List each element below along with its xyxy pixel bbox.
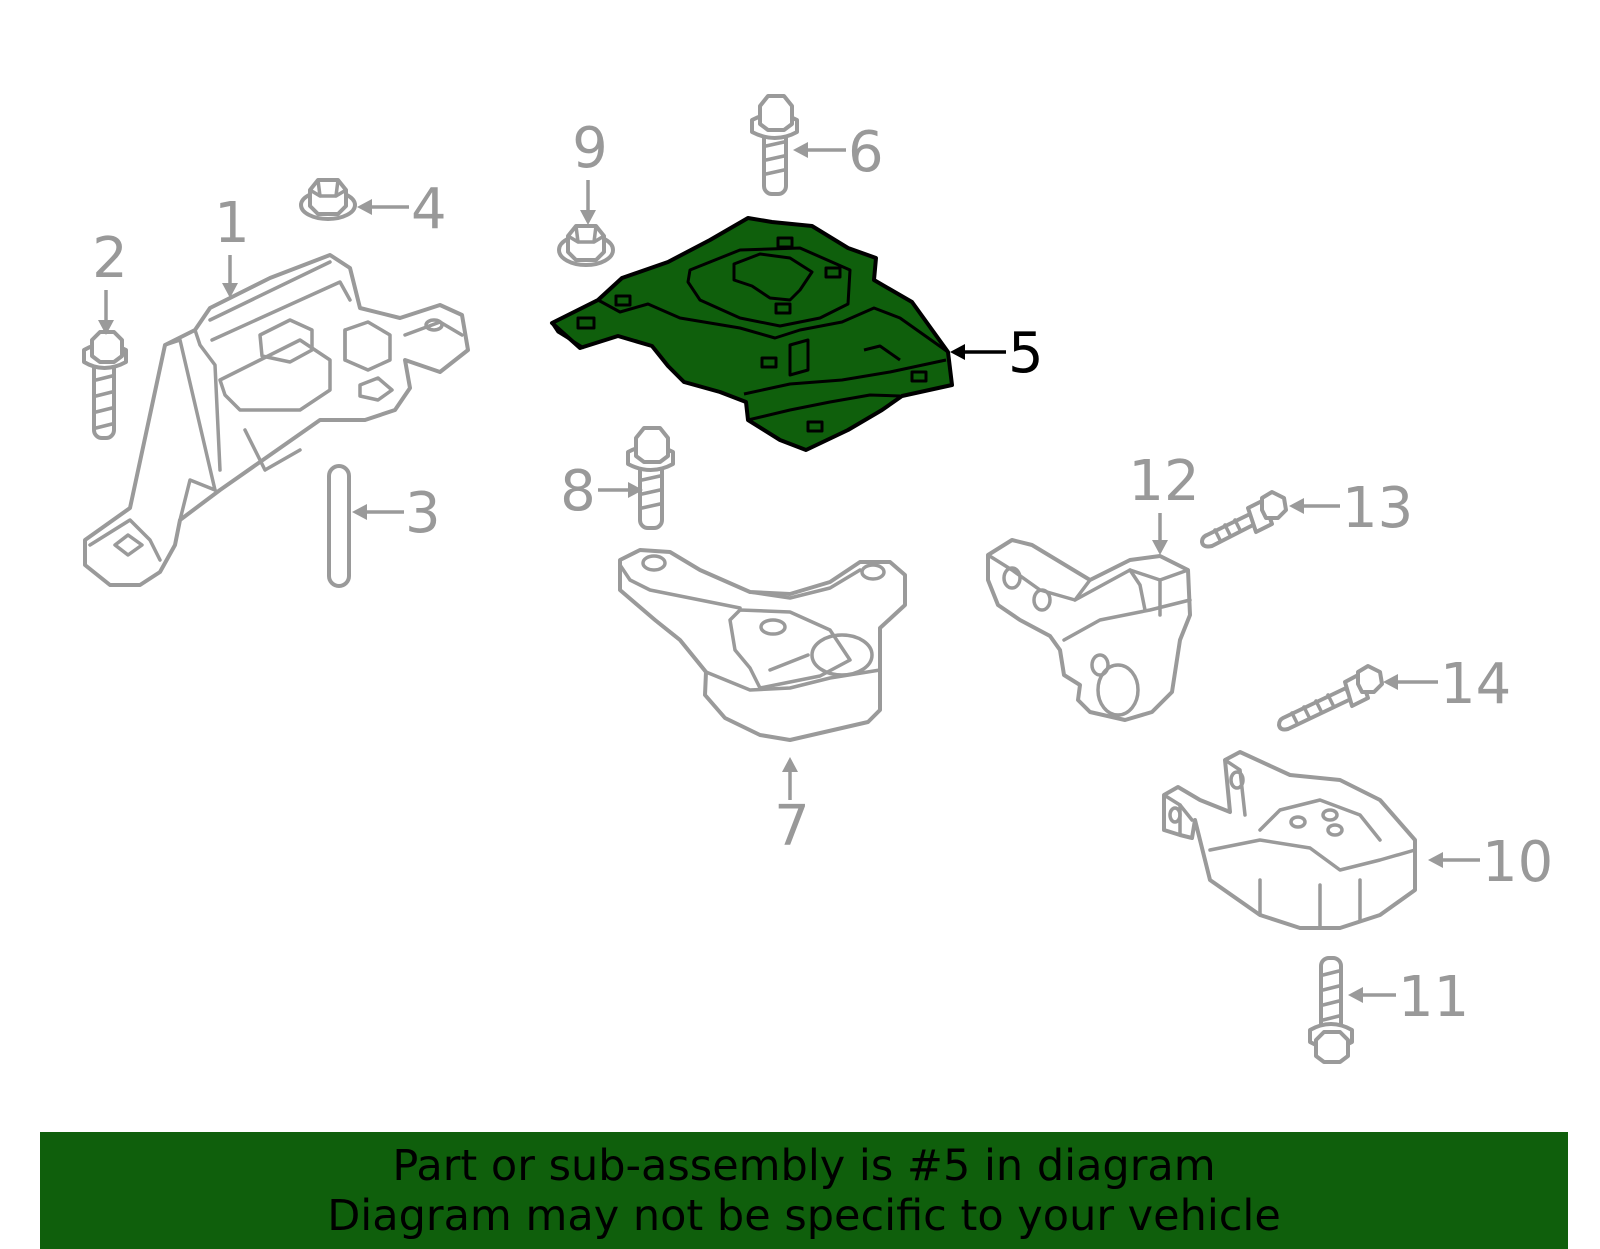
part-2-bolt[interactable] [82,330,128,440]
part-9-nut[interactable] [557,224,615,267]
callout-8[interactable]: 8 [560,459,596,524]
callout-14[interactable]: 14 [1440,652,1511,717]
callout-9[interactable]: 9 [572,116,608,181]
callout-13[interactable]: 13 [1342,476,1413,541]
part-3-pin[interactable] [327,464,351,588]
part-1-engine-mount[interactable] [83,253,470,587]
callout-10[interactable]: 10 [1482,830,1553,895]
callout-labels: 1 2 3 4 5 6 7 8 9 10 11 12 13 14 [92,116,1553,1030]
info-banner: Part or sub-assembly is #5 in diagram Di… [40,1132,1568,1249]
leader-arrows [98,142,1480,1003]
banner-line-disclaimer: Diagram may not be specific to your vehi… [327,1190,1281,1241]
part-10-lower-mount[interactable] [1162,750,1417,930]
part-14-bolt[interactable] [1277,664,1384,732]
part-13-bolt[interactable] [1200,490,1288,549]
part-11-bolt[interactable] [1308,956,1354,1064]
callout-5[interactable]: 5 [1008,321,1044,386]
callout-11[interactable]: 11 [1398,965,1469,1030]
part-6-bolt[interactable] [750,94,799,196]
banner-line-part: Part or sub-assembly is #5 in diagram [392,1140,1216,1191]
part-4-nut[interactable] [299,178,357,221]
callout-4[interactable]: 4 [411,177,447,242]
part-7-transmission-bracket[interactable] [618,548,907,742]
part-12-mount-bracket[interactable] [986,538,1192,722]
callout-12[interactable]: 12 [1128,449,1199,514]
part-5-bracket-highlighted[interactable] [550,216,954,452]
callout-2[interactable]: 2 [92,226,128,291]
callout-1[interactable]: 1 [214,191,250,256]
callout-7[interactable]: 7 [774,794,810,859]
callout-3[interactable]: 3 [405,481,441,546]
part-8-bolt[interactable] [626,426,675,530]
callout-6[interactable]: 6 [848,120,884,185]
